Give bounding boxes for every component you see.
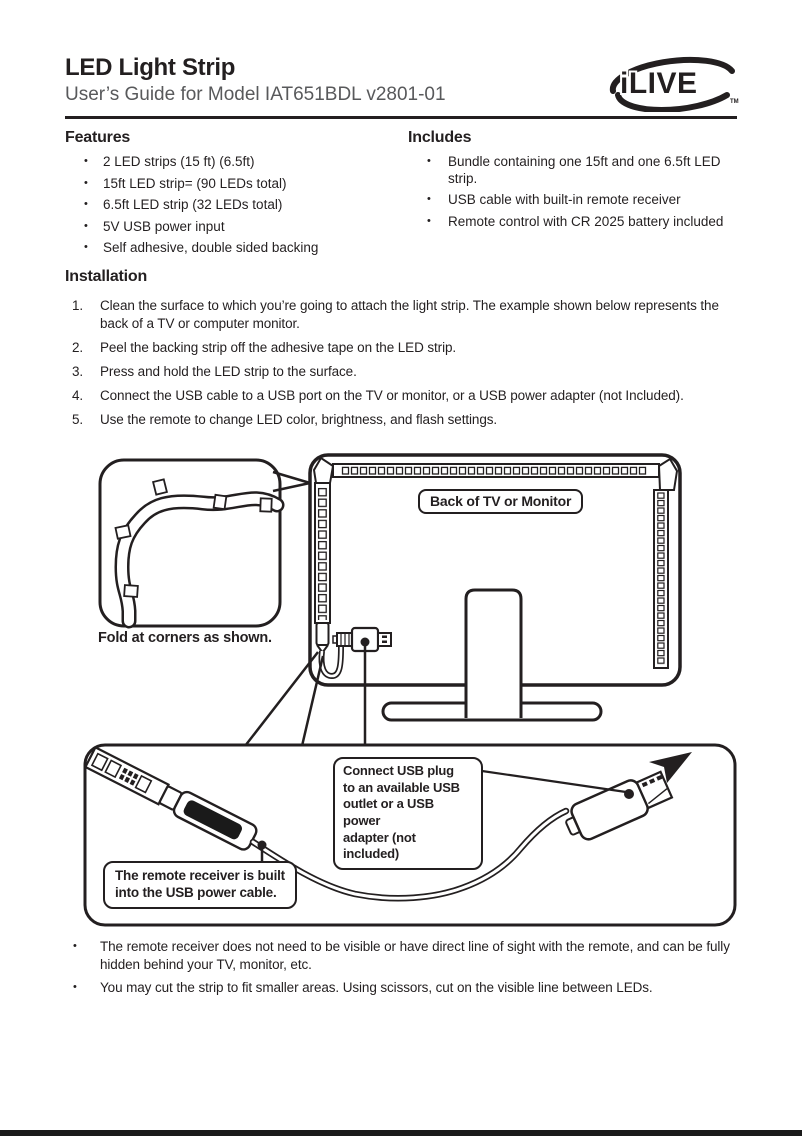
installation-section: Installation Clean the surface to which … <box>65 268 752 435</box>
tv-usb-connector-icon <box>318 626 392 759</box>
includes-heading: Includes <box>408 129 472 146</box>
header-divider <box>65 116 737 119</box>
includes-list: Bundle containing one 15ft and one 6.5ft… <box>408 154 724 230</box>
footer-bar <box>0 1130 802 1136</box>
features-column: Features 2 LED strips (15 ft) (6.5ft) 15f… <box>65 129 408 262</box>
fold-detail-diagram <box>98 458 311 629</box>
arrow-icon <box>649 752 692 783</box>
installation-diagram: Back of TV or Monitor Fold at corners as… <box>0 445 802 937</box>
list-item: Press and hold the LED strip to the surf… <box>72 363 357 380</box>
tv-stand-neck <box>464 588 523 718</box>
installation-heading: Installation <box>65 268 148 285</box>
logo-text: iLIVE <box>620 67 698 100</box>
list-item: Remote control with CR 2025 battery incl… <box>408 214 724 231</box>
logo-swoosh-top <box>609 56 735 94</box>
list-item: USB cable with built-in remote receiver <box>408 192 724 209</box>
fold-caption: Fold at corners as shown. <box>98 630 272 646</box>
features-includes-section: Features 2 LED strips (15 ft) (6.5ft) 15f… <box>65 129 742 262</box>
strip-end-connector <box>315 622 330 646</box>
list-item: Connect the USB cable to a USB port on t… <box>72 387 684 404</box>
installation-steps: Clean the surface to which you’re going … <box>65 297 752 428</box>
plug-anchor-dot <box>624 789 634 799</box>
led-strip-top-icon <box>312 456 679 491</box>
list-item: The remote receiver does not need to be … <box>65 938 730 973</box>
usb-cable-icon <box>249 807 570 902</box>
includes-column: Includes Bundle containing one 15ft and … <box>408 129 742 262</box>
plug-callout-line <box>481 769 627 794</box>
zoom-pointer-lines <box>244 651 325 747</box>
features-list: 2 LED strips (15 ft) (6.5ft) 15ft LED str… <box>65 154 408 257</box>
page-title: LED Light Strip <box>65 54 236 81</box>
list-item: 15ft LED strip= (90 LEDs total) <box>65 176 408 193</box>
logo-tm: TM <box>730 99 739 105</box>
remote-receiver-icon <box>83 745 258 851</box>
remote-receiver-callout: The remote receiver is built into the US… <box>103 861 297 909</box>
receiver-label <box>183 800 243 840</box>
ilive-logo: iLIVE TM <box>609 56 739 112</box>
list-item: 5V USB power input <box>65 219 408 236</box>
list-item: Clean the surface to which you’re going … <box>72 297 719 331</box>
strip-contacts <box>118 767 139 786</box>
features-heading: Features <box>65 129 131 146</box>
tv-diagram <box>244 453 682 759</box>
fold-strip-leds <box>114 478 273 598</box>
led-strip-right-icon <box>653 489 669 669</box>
list-item: Peel the backing strip off the adhesive … <box>72 339 457 356</box>
tv-back-label: Back of TV or Monitor <box>418 489 584 514</box>
usb-plug-callout: Connect USB plug to an available USB out… <box>333 757 483 870</box>
notes-section: The remote receiver does not need to be … <box>65 938 752 1003</box>
notes-list: The remote receiver does not need to be … <box>65 938 752 997</box>
logo-swoosh-bottom <box>615 92 730 112</box>
list-item: 2 LED strips (15 ft) (6.5ft) <box>65 154 408 171</box>
list-item: Use the remote to change LED color, brig… <box>72 411 498 428</box>
list-item: Self adhesive, double sided backing <box>65 240 408 257</box>
page-subtitle: User’s Guide for Model IAT651BDL v2801-0… <box>65 84 446 105</box>
list-item: Bundle containing one 15ft and one 6.5ft… <box>408 154 724 187</box>
fold-pointer-lines <box>272 470 311 493</box>
list-item: You may cut the strip to fit smaller are… <box>65 979 730 997</box>
header: LED Light Strip User’s Guide for Model I… <box>65 54 737 106</box>
led-strip-left-icon <box>314 482 331 655</box>
list-item: 6.5ft LED strip (32 LEDs total) <box>65 197 408 214</box>
fold-strip-fill <box>116 493 282 626</box>
